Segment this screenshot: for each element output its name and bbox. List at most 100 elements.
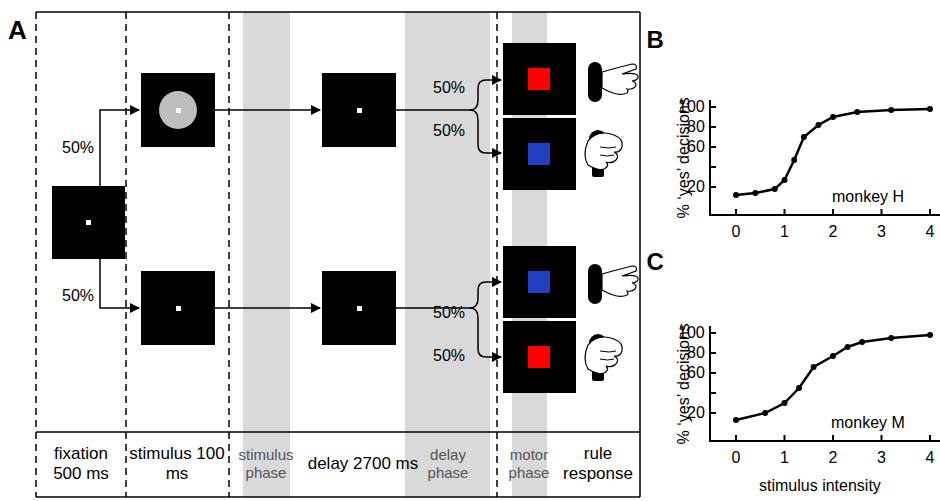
period-cell: rule response	[558, 444, 638, 485]
tick-label: 4	[926, 223, 935, 241]
tick-label: 3	[877, 449, 886, 467]
data-point	[830, 114, 836, 120]
probability: 50%	[433, 304, 465, 322]
period-cell: stimulus 100 ms	[128, 444, 226, 485]
data-point	[762, 410, 768, 416]
data-point	[782, 177, 788, 183]
tick	[710, 146, 716, 148]
period-label: rule response	[558, 444, 638, 485]
axis-title: stimulus intensity	[759, 477, 881, 495]
tick-label: 1	[780, 449, 789, 467]
period-cell: fixation 500 ms	[38, 444, 124, 485]
hand	[602, 64, 638, 94]
probability: 50%	[433, 122, 465, 140]
data-point	[791, 157, 797, 163]
axis	[710, 100, 940, 215]
phase-label: motor phase	[500, 446, 558, 482]
curve-line	[736, 335, 930, 420]
psychometric-chart	[710, 100, 940, 441]
hand	[600, 351, 616, 360]
hand-lever-icon	[585, 62, 638, 381]
phase-band: motor phase	[500, 446, 558, 482]
lever	[588, 264, 602, 304]
panel-frame	[36, 12, 640, 497]
period-label: delay 2700 ms	[303, 454, 423, 474]
data-point	[811, 364, 817, 370]
data-point	[733, 417, 739, 423]
tick	[710, 372, 716, 374]
curve-line	[736, 109, 930, 195]
period-label: stimulus 100 ms	[128, 444, 226, 485]
lever	[588, 62, 602, 102]
hand-lever-icon	[585, 130, 622, 177]
tick-label: 3	[877, 223, 886, 241]
data-point	[927, 332, 933, 338]
tick	[929, 435, 931, 441]
data-point	[854, 109, 860, 115]
data-point	[888, 107, 894, 113]
tick	[710, 352, 716, 354]
phase-band	[243, 12, 547, 497]
data-point	[927, 106, 933, 112]
data-point	[845, 344, 851, 350]
data-point	[752, 190, 758, 196]
monkey-label: monkey H	[832, 188, 904, 206]
tick	[832, 435, 834, 441]
tick-label: 2	[829, 449, 838, 467]
tick-label: 0	[732, 449, 741, 467]
tick-label: 1	[780, 223, 789, 241]
phase-label: stimulus phase	[231, 446, 301, 482]
period-label: fixation 500 ms	[38, 444, 124, 485]
hand	[585, 133, 622, 170]
tick	[735, 209, 737, 215]
tick	[784, 435, 786, 441]
tick	[710, 412, 716, 414]
hand-lever-icon	[588, 62, 638, 102]
hand	[602, 266, 638, 296]
tick	[710, 166, 716, 168]
tick-label: 4	[926, 449, 935, 467]
data-point	[782, 400, 788, 406]
probability: 50%	[433, 347, 465, 365]
tick	[710, 332, 716, 334]
axis	[710, 326, 940, 441]
probability: 50%	[62, 287, 94, 305]
panel-letter: B	[647, 27, 664, 53]
tick	[710, 186, 716, 188]
hand	[600, 147, 616, 156]
probability: 50%	[62, 139, 94, 157]
phase-label: delay phase	[408, 446, 488, 482]
probability: 50%	[433, 79, 465, 97]
axis-title: % ‘yes’ decisions	[674, 97, 692, 218]
data-point	[888, 335, 894, 341]
data-point	[772, 186, 778, 192]
panel-letter: C	[647, 249, 664, 275]
tick	[929, 209, 931, 215]
tick	[735, 435, 737, 441]
tick	[710, 392, 716, 394]
phase-band: stimulus phase	[231, 446, 301, 482]
monkey-label: monkey M	[831, 414, 905, 432]
period-cell: delay 2700 ms	[303, 454, 423, 474]
tick	[710, 126, 716, 128]
tick	[881, 209, 883, 215]
tick	[881, 435, 883, 441]
data-point	[859, 339, 865, 345]
hand-lever-icon	[588, 264, 638, 304]
tick	[832, 209, 834, 215]
panel-letter: A	[8, 16, 27, 45]
data-point	[801, 134, 807, 140]
data-point	[830, 353, 836, 359]
data-point	[796, 385, 802, 391]
axis-title: % ‘yes’ decisions	[674, 323, 692, 444]
tick	[710, 106, 716, 108]
hand	[585, 337, 622, 374]
phase-band: delay phase	[408, 446, 488, 482]
screen	[52, 43, 576, 393]
tick-label: 0	[732, 223, 741, 241]
tick-label: 2	[829, 223, 838, 241]
hand-lever-icon	[585, 334, 622, 381]
data-point	[733, 192, 739, 198]
tick	[784, 209, 786, 215]
